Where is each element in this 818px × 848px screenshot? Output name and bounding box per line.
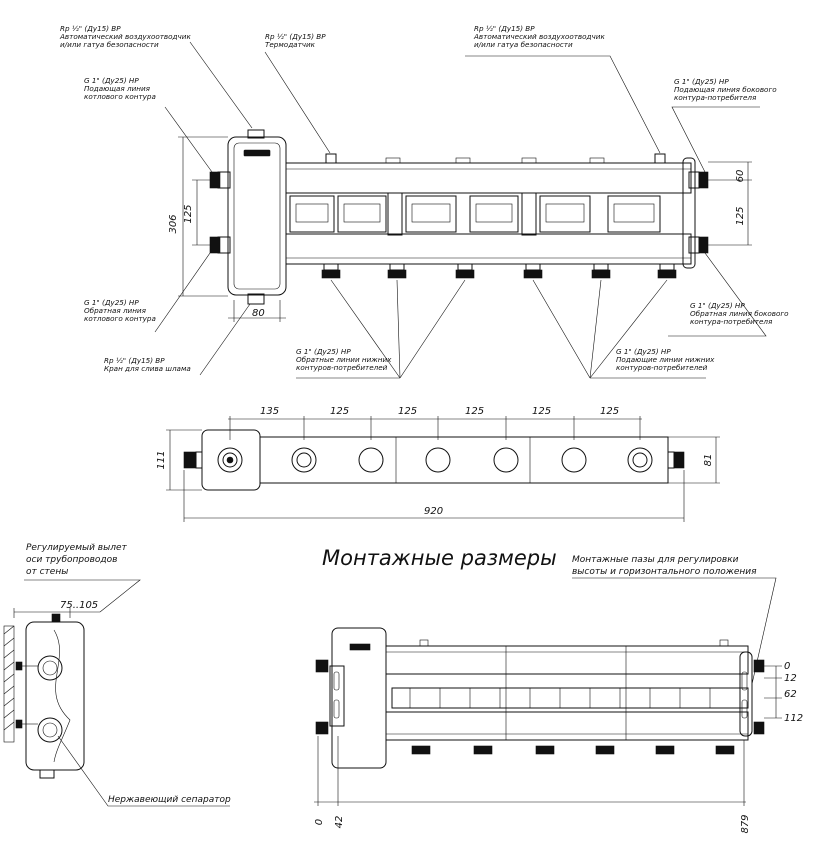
dim-125-a: 125 [330, 406, 349, 417]
boiler-return-port [209, 236, 221, 254]
dim-0-bottom: 0 [314, 819, 325, 825]
dim-12: 12 [784, 673, 797, 684]
vent-right-line-1: Rp ½" (Ду15) ВР [474, 24, 535, 33]
separator-side [25, 621, 85, 771]
dim-125-e: 125 [600, 406, 619, 417]
boiler-supply-line-1: G 1" (Ду25) НР [84, 76, 139, 85]
boiler-return-line-2: Обратная линия [84, 306, 147, 315]
slots-line-2: высоты и горизонтального положения [572, 567, 757, 577]
vent-right-line-3: и/или гатуа безопасности [474, 40, 573, 49]
thermo-sensor-port [325, 153, 337, 164]
dim-306: 306 [168, 214, 179, 233]
slots-line-1: Монтажные пазы для регулировки [572, 555, 739, 565]
side-supply-line-3: контура-потребителя [674, 93, 757, 102]
port-circles [217, 447, 653, 473]
lower-supply-line-3: контуров-потребителей [616, 363, 708, 372]
lower-supply-line-1: G 1" (Ду25) НР [616, 347, 671, 356]
wall-offset-line-1: Регулируемый вылет [26, 543, 128, 553]
manifold-top [259, 436, 669, 484]
dim-42: 42 [334, 816, 345, 829]
lower-return-line-3: контуров-потребителей [296, 363, 388, 372]
wall-offset-line-3: от стены [26, 567, 68, 577]
separator-nameplate [243, 149, 271, 157]
side-return-line-2: Обратная линия бокового [690, 309, 789, 318]
callouts: Rp ½" (Ду15) ВР Автоматический воздухоот… [59, 24, 789, 373]
boiler-return-line-3: котлового контура [84, 314, 156, 323]
air-vent-right-port [654, 153, 666, 164]
lower-return-line-1: G 1" (Ду25) НР [296, 347, 351, 356]
side-return-line-1: G 1" (Ду25) НР [690, 301, 745, 310]
separator-mount [331, 627, 387, 769]
top-view: 135 125 125 125 125 125 111 81 920 [156, 406, 720, 522]
thermo-line-2: Термодатчик [265, 40, 316, 49]
front-view: 306 125 80 60 125 [154, 41, 767, 379]
side-supply-line-1: G 1" (Ду25) НР [674, 77, 729, 86]
drain-line-2: Кран для слива шлама [104, 364, 191, 373]
dim-0-right: 0 [784, 661, 790, 672]
mount-return-pipe [385, 711, 749, 741]
mounting-title: Монтажные размеры [322, 546, 557, 570]
side-return-port [698, 236, 709, 254]
dim-920: 920 [424, 506, 443, 517]
mount-supply-pipe [385, 645, 749, 675]
side-return-line-3: контура-потребителя [690, 317, 773, 326]
boiler-supply-line-3: котлового контура [84, 92, 156, 101]
dim-125-d: 125 [532, 406, 551, 417]
side-supply-line-2: Подающая линия бокового [674, 85, 777, 94]
mounting-view: 0 12 62 112 0 42 879 [314, 627, 803, 834]
lower-supply-line-2: Подающие линии нижних [616, 355, 715, 364]
boiler-supply-port [209, 171, 221, 189]
dim-879: 879 [740, 814, 751, 833]
side-view: 75..105 Регулируемый вылет оси трубопров… [3, 543, 231, 807]
dim-62: 62 [784, 689, 797, 700]
dim-125-c: 125 [465, 406, 484, 417]
separator-body [227, 136, 287, 296]
dim-81: 81 [703, 454, 714, 467]
thermo-line-1: Rp ½" (Ду15) ВР [265, 32, 326, 41]
drain-line-1: Rp ½" (Ду15) ВР [104, 356, 165, 365]
separator-label: Нержавеющий сепаратор [108, 795, 231, 805]
return-manifold [285, 233, 692, 265]
dim-125-b: 125 [398, 406, 417, 417]
dim-75-105: 75..105 [60, 600, 98, 611]
dim-111: 111 [156, 450, 167, 469]
dim-60: 60 [735, 170, 746, 183]
vent-right-line-2: Автоматический воздухоотводчик [473, 32, 605, 41]
vent-left-line-3: и/или гатуа безопасности [60, 40, 159, 49]
lower-circuit-ports [321, 263, 677, 279]
wall-offset-line-2: оси трубопроводов [26, 555, 117, 565]
dim-125-right: 125 [735, 206, 746, 225]
dim-80: 80 [252, 308, 265, 319]
vent-left-line-2: Автоматический воздухоотводчик [59, 32, 191, 41]
insulation-blocks [289, 192, 661, 236]
supply-manifold [285, 162, 692, 194]
vent-left-line-1: Rp ½" (Ду15) ВР [60, 24, 121, 33]
boiler-return-line-1: G 1" (Ду25) НР [84, 298, 139, 307]
dim-112: 112 [784, 713, 803, 724]
side-supply-port [698, 171, 709, 189]
boiler-supply-line-2: Подающая линия [84, 84, 151, 93]
separator-drain-port [247, 293, 265, 305]
dim-125-left: 125 [183, 204, 194, 223]
lower-return-line-2: Обратные линии нижних [296, 355, 392, 364]
dim-135: 135 [260, 406, 279, 417]
separator-top-port [247, 129, 265, 139]
